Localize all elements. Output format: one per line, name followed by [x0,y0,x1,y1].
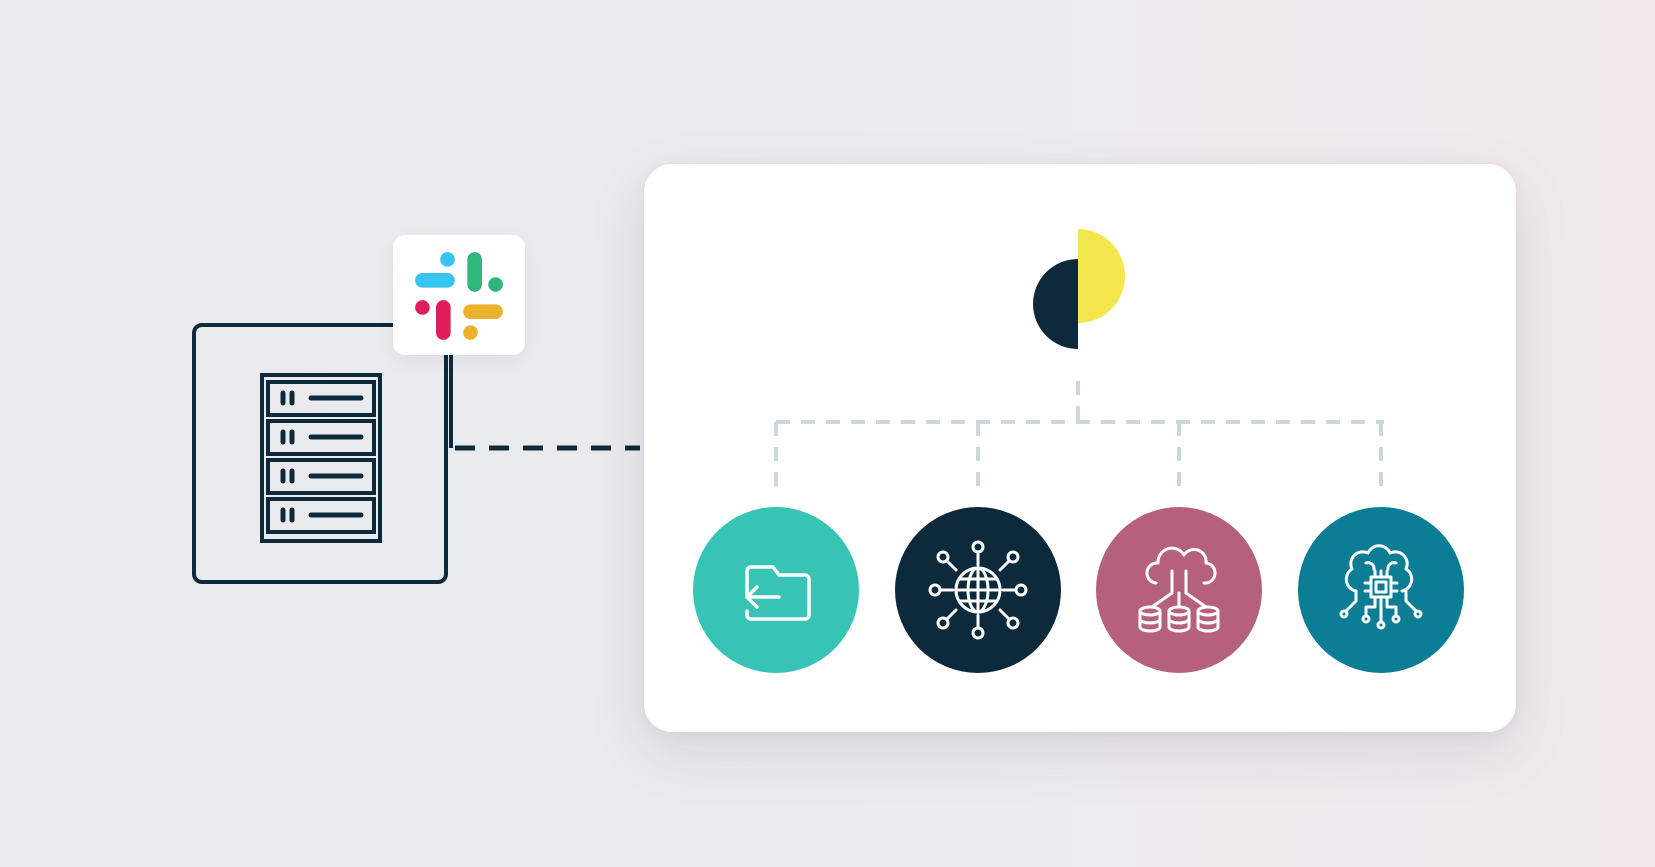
ai-brain-chip-icon [1339,544,1423,630]
node-folder [693,507,859,673]
tree-connector-lines [774,381,1384,494]
slack-logo-card [393,235,525,355]
cloud-database-icon [1138,546,1220,633]
global-network-icon [928,540,1028,640]
brand-logo-icon [1033,229,1125,349]
integration-card [644,164,1516,732]
server-panel [192,323,448,584]
node-ai [1298,507,1464,673]
folder-export-icon [745,565,811,621]
slack-logo-icon [415,252,503,340]
node-network [895,507,1061,673]
server-rack-icon [260,373,382,543]
node-cloud-data [1096,507,1262,673]
